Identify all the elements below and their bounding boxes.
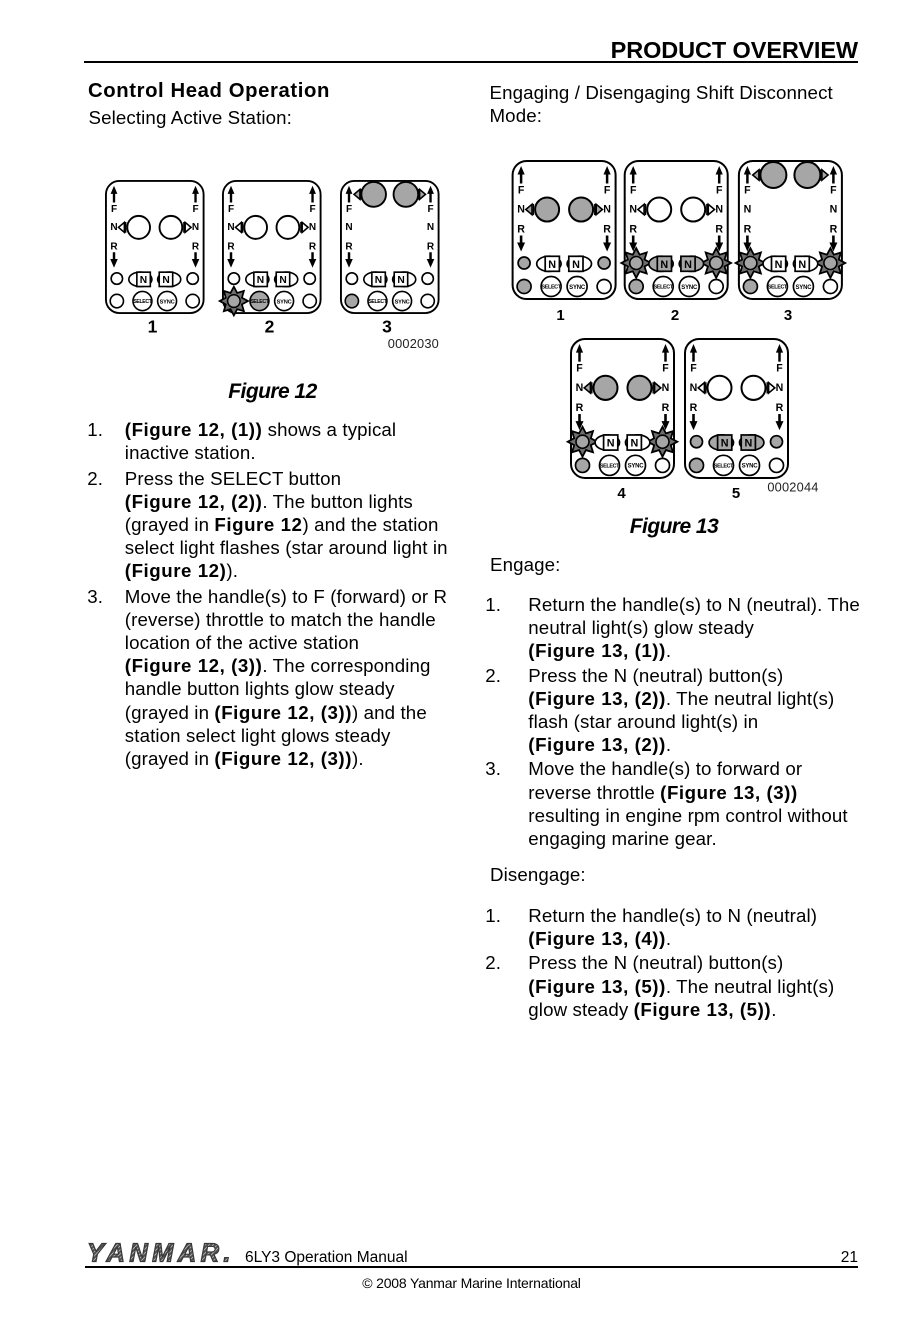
svg-text:N: N [798, 259, 806, 271]
svg-text:SYNC: SYNC [395, 299, 410, 305]
svg-text:R: R [603, 224, 611, 236]
svg-text:R: R [830, 224, 838, 236]
svg-text:N: N [630, 438, 638, 450]
svg-text:R: R [662, 402, 670, 414]
svg-text:SYNC: SYNC [160, 299, 175, 305]
svg-text:F: F [192, 204, 198, 215]
svg-text:3: 3 [784, 307, 792, 324]
svg-text:N: N [660, 259, 668, 271]
svg-text:N: N [257, 275, 264, 286]
svg-text:N: N [162, 275, 169, 286]
svg-text:1: 1 [148, 317, 158, 337]
svg-text:N: N [690, 382, 698, 394]
svg-text:F: F [576, 363, 583, 375]
svg-text:R: R [309, 241, 317, 252]
svg-text:YANMAR.: YANMAR. [87, 1240, 235, 1266]
svg-text:F: F [830, 185, 837, 197]
svg-text:R: R [345, 241, 353, 252]
svg-text:N: N [744, 438, 752, 450]
svg-text:R: R [690, 402, 698, 414]
svg-text:N: N [548, 259, 556, 271]
svg-text:SELECT: SELECT [714, 463, 734, 469]
svg-text:1: 1 [556, 307, 564, 324]
svg-text:N: N [830, 204, 838, 216]
svg-text:N: N [375, 275, 382, 286]
svg-text:R: R [427, 241, 435, 252]
svg-text:3: 3 [382, 317, 392, 337]
svg-text:F: F [776, 363, 783, 375]
svg-text:4: 4 [617, 485, 626, 502]
svg-text:N: N [775, 259, 783, 271]
svg-text:SELECT: SELECT [250, 299, 269, 305]
svg-text:SELECT: SELECT [133, 299, 152, 305]
svg-text:R: R [227, 241, 235, 252]
svg-text:F: F [690, 363, 697, 375]
svg-text:N: N [629, 204, 637, 216]
svg-text:F: F [716, 185, 723, 197]
svg-text:SELECT: SELECT [542, 285, 562, 291]
svg-text:5: 5 [732, 485, 740, 502]
svg-text:R: R [517, 224, 525, 236]
svg-text:SELECT: SELECT [600, 463, 620, 469]
svg-text:N: N [662, 382, 670, 394]
svg-text:SELECT: SELECT [768, 285, 788, 291]
svg-text:N: N [345, 222, 352, 233]
svg-text:N: N [140, 275, 147, 286]
svg-text:R: R [776, 402, 784, 414]
svg-text:R: R [715, 224, 723, 236]
svg-text:SYNC: SYNC [628, 464, 645, 470]
svg-text:SYNC: SYNC [681, 285, 698, 291]
svg-text:F: F [427, 204, 433, 215]
svg-text:F: F [604, 185, 611, 197]
svg-text:N: N [576, 382, 584, 394]
svg-text:N: N [110, 222, 117, 233]
svg-text:N: N [744, 204, 752, 216]
svg-text:SELECT: SELECT [654, 285, 674, 291]
svg-text:F: F [346, 204, 352, 215]
svg-text:F: F [518, 185, 525, 197]
svg-text:N: N [572, 259, 580, 271]
svg-text:0002044: 0002044 [767, 480, 818, 495]
svg-text:F: F [309, 204, 315, 215]
svg-text:N: N [603, 204, 611, 216]
svg-text:R: R [110, 241, 118, 252]
svg-text:N: N [309, 222, 316, 233]
svg-text:R: R [576, 402, 584, 414]
svg-text:R: R [744, 224, 752, 236]
svg-text:N: N [427, 222, 434, 233]
svg-text:2: 2 [671, 307, 679, 324]
svg-text:N: N [684, 259, 692, 271]
svg-text:2: 2 [265, 317, 275, 337]
svg-text:SYNC: SYNC [795, 285, 812, 291]
svg-text:N: N [715, 204, 723, 216]
svg-text:F: F [228, 204, 234, 215]
svg-text:F: F [630, 185, 637, 197]
svg-text:R: R [629, 224, 637, 236]
svg-text:N: N [776, 382, 784, 394]
svg-text:R: R [192, 241, 200, 252]
svg-text:SYNC: SYNC [742, 464, 759, 470]
svg-text:N: N [397, 275, 404, 286]
svg-text:N: N [227, 222, 234, 233]
svg-text:0002030: 0002030 [388, 336, 439, 351]
svg-text:F: F [111, 204, 117, 215]
svg-text:SELECT: SELECT [368, 299, 387, 305]
svg-text:N: N [192, 222, 199, 233]
svg-text:N: N [279, 275, 286, 286]
svg-text:F: F [662, 363, 669, 375]
svg-text:N: N [517, 204, 525, 216]
svg-text:SYNC: SYNC [569, 285, 586, 291]
svg-text:N: N [607, 438, 615, 450]
svg-text:N: N [721, 438, 729, 450]
svg-text:F: F [744, 185, 751, 197]
svg-text:SYNC: SYNC [277, 299, 292, 305]
